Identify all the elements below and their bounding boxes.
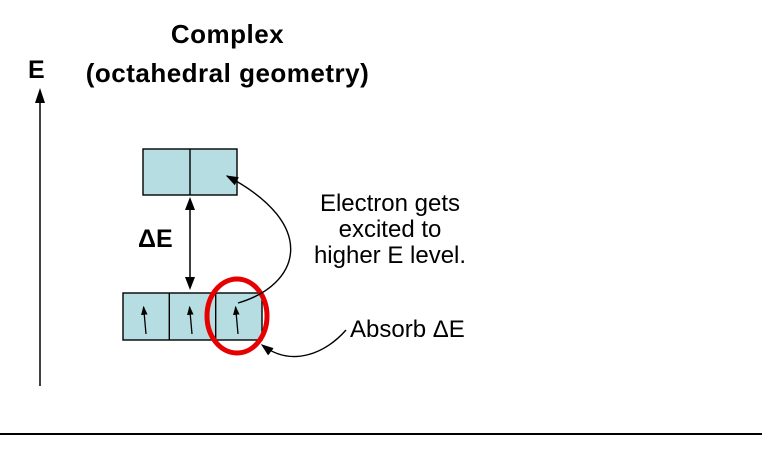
diagram-title: Complex: [170, 19, 285, 49]
excitation-note: Electron gets excited to higher E level.: [288, 191, 492, 269]
delta-e-arrow: [185, 197, 195, 290]
delta-symbol: Δ: [138, 225, 156, 253]
excitation-note-line1: Electron gets: [319, 190, 461, 217]
upper-energy-level: [142, 148, 238, 196]
electron-arrow: [233, 305, 240, 335]
delta-e-letter: E: [155, 225, 173, 253]
delta-e-label: ΔE: [138, 225, 173, 254]
electron-highlight-ellipse: [204, 276, 270, 356]
electron-arrow: [141, 305, 148, 335]
diagram-subtitle: (octahedral geometry): [85, 58, 370, 88]
lower-energy-level: [122, 292, 263, 341]
energy-axis-label: E: [28, 56, 45, 84]
absorb-note: Absorb ΔE: [350, 316, 465, 343]
excitation-curve-arrow: [225, 175, 292, 304]
electron-arrow: [187, 305, 194, 335]
excitation-note-line3: higher E level.: [313, 242, 467, 269]
energy-axis-arrow: [35, 88, 45, 386]
absorb-curve-arrow: [260, 329, 347, 358]
excitation-note-line2: excited to: [338, 216, 442, 243]
